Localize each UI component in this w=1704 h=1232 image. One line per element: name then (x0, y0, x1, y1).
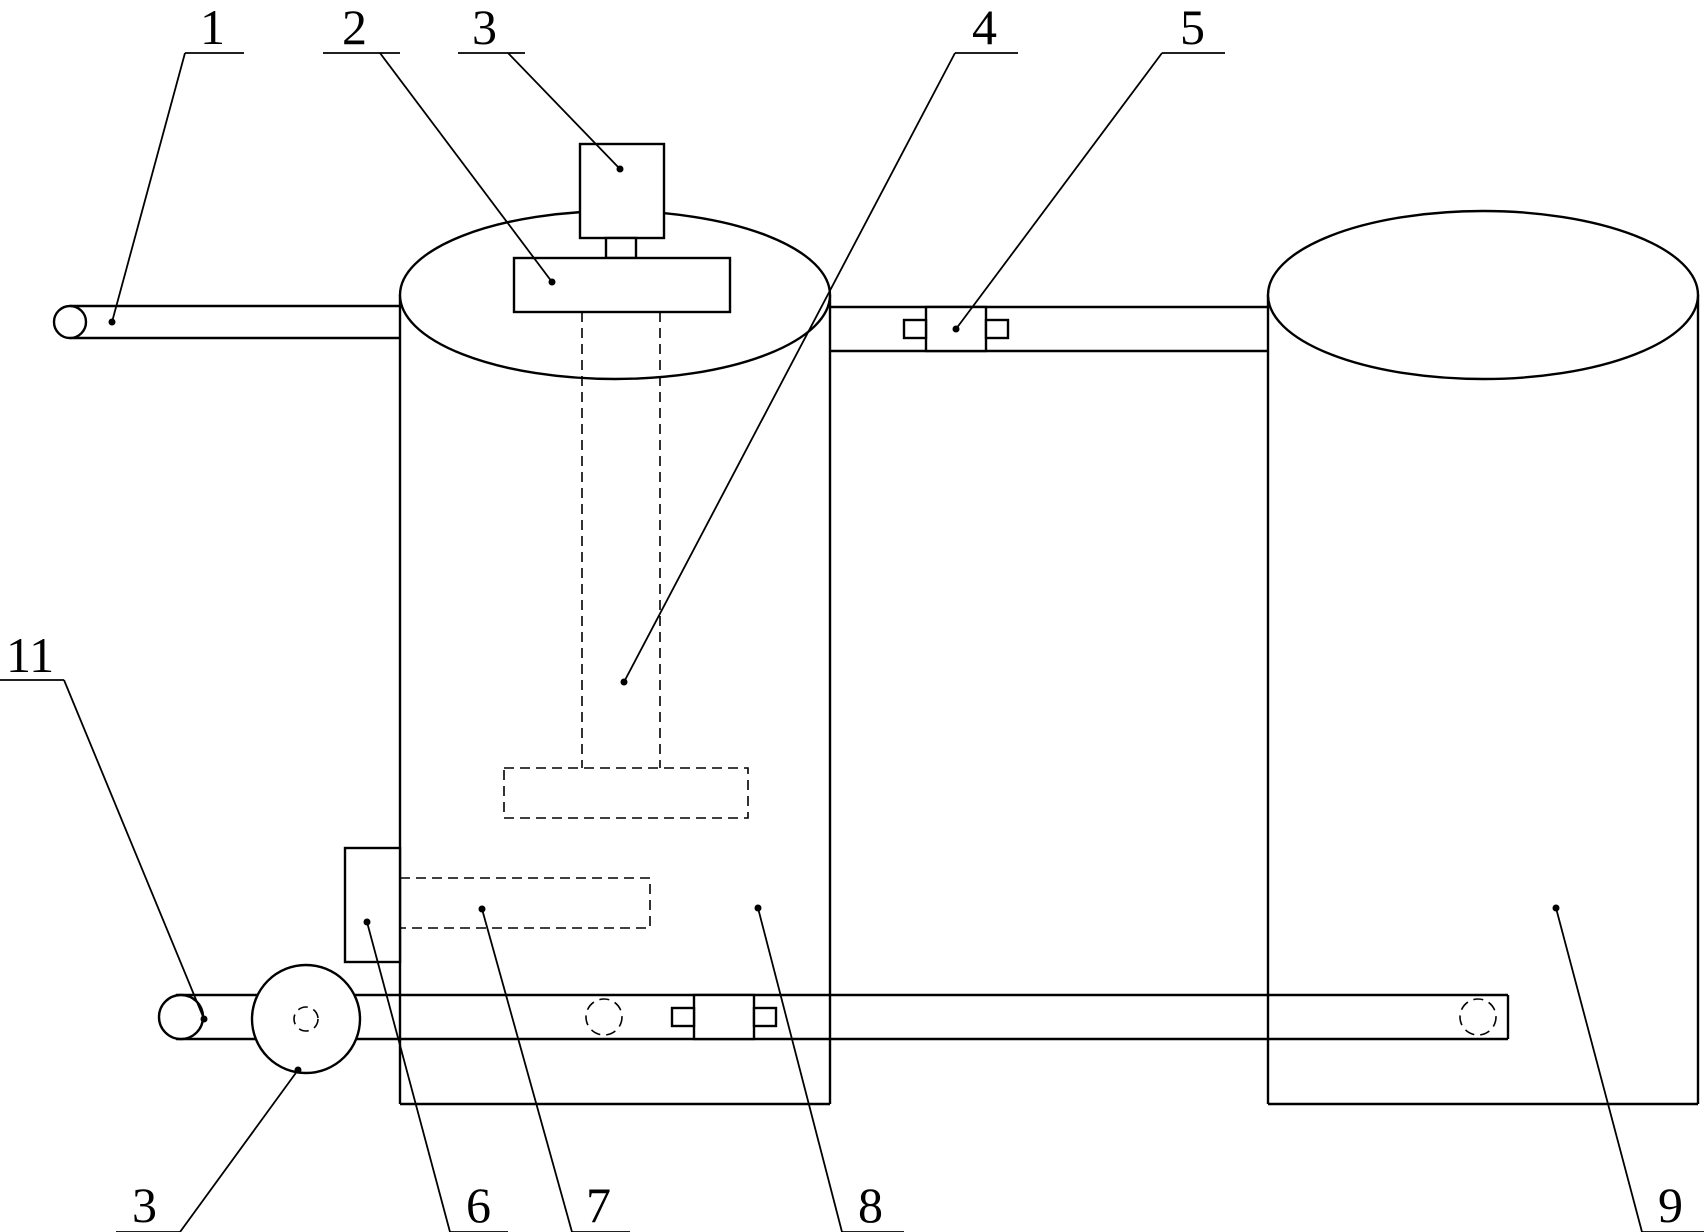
pump (250, 963, 362, 1075)
label-6: 6 (466, 1177, 491, 1232)
connecting-pipe (830, 305, 1268, 353)
reaction-tank (398, 209, 832, 1106)
mount-plate (512, 256, 732, 314)
label-3-bottom: 3 (132, 1177, 157, 1232)
storage-tank (1266, 209, 1700, 1106)
inlet-pipe (52, 304, 400, 340)
stirring-shaft (503, 312, 749, 819)
heater-element (399, 877, 651, 929)
label-9: 9 (1658, 1177, 1683, 1232)
label-4: 4 (972, 0, 997, 55)
label-7: 7 (586, 1177, 611, 1232)
label-2: 2 (342, 0, 367, 55)
label-3-top: 3 (472, 0, 497, 55)
leader-lines (0, 52, 1704, 1232)
lower-valve (670, 993, 778, 1041)
label-11: 11 (6, 627, 54, 683)
label-8: 8 (858, 1177, 883, 1232)
outlet-pipe (157, 993, 1510, 1041)
label-5: 5 (1180, 0, 1205, 55)
label-1: 1 (200, 0, 225, 55)
motor (578, 142, 666, 260)
